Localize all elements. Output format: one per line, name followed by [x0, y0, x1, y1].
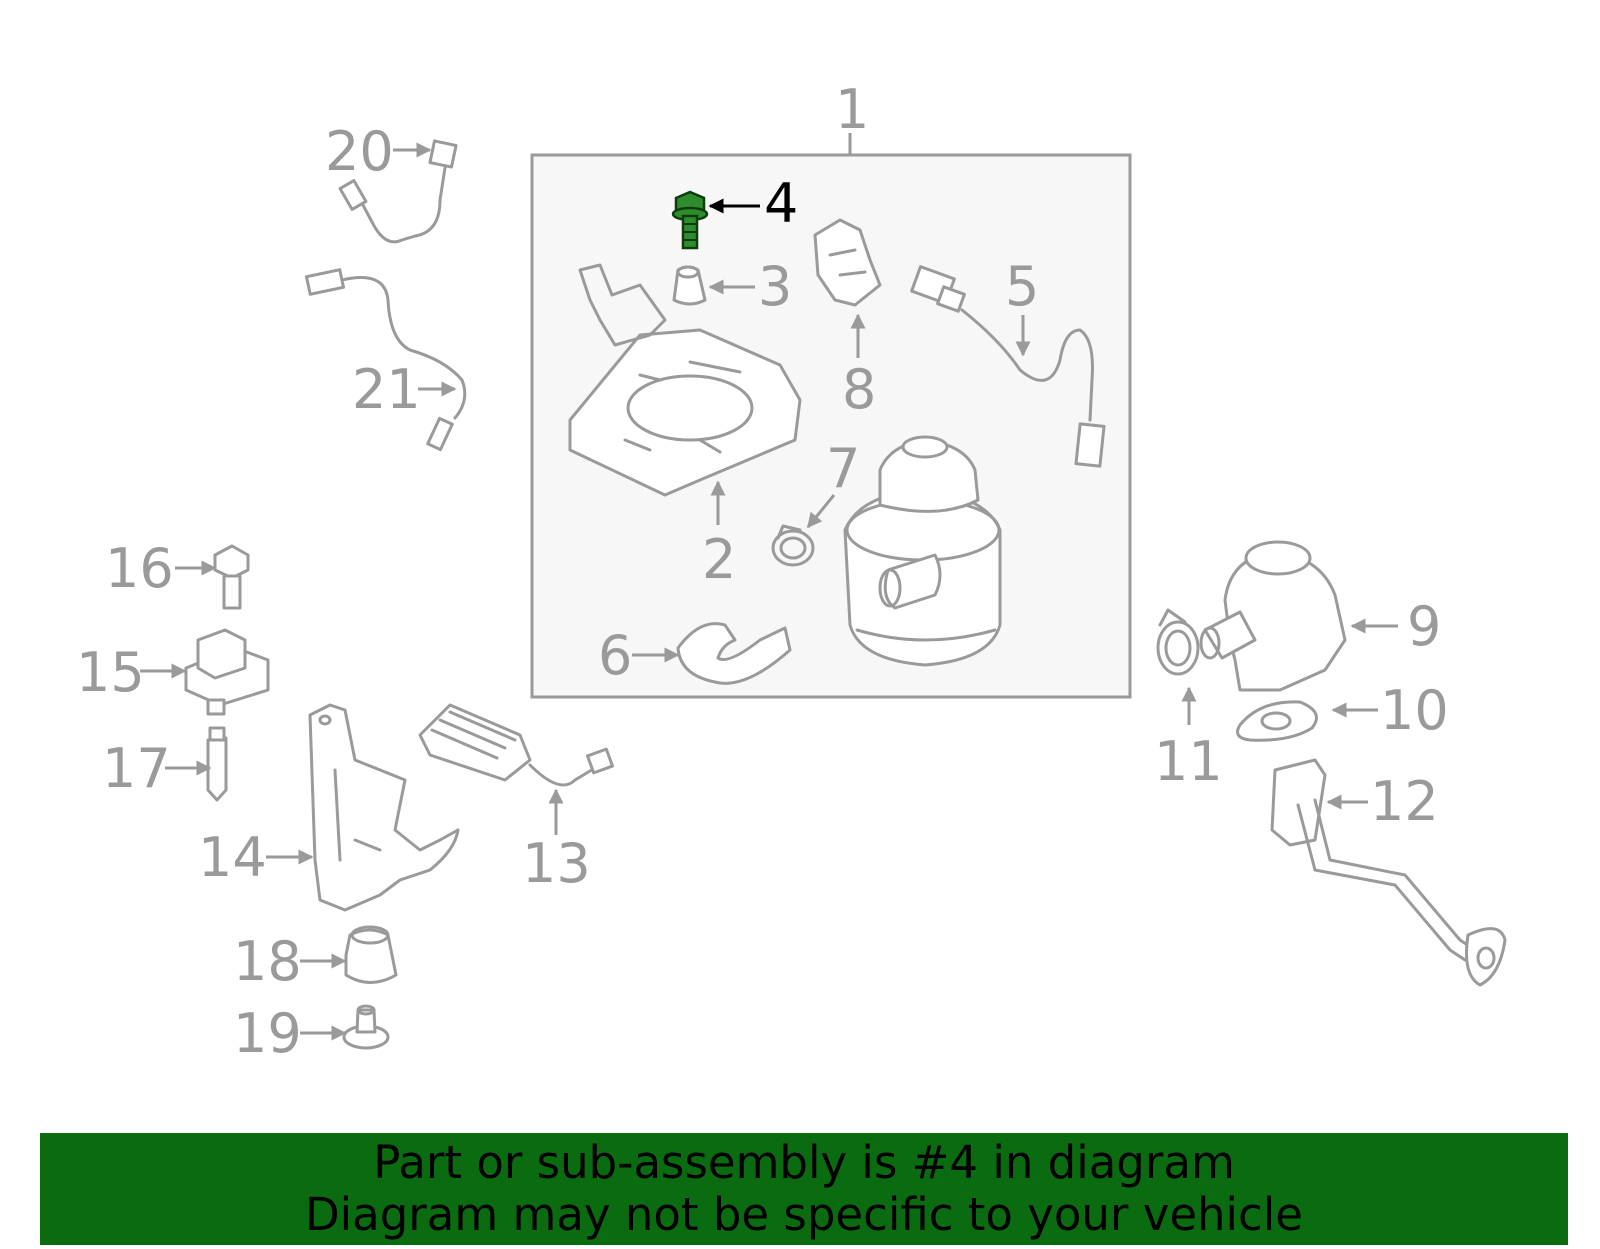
- part-21-oxygen-sensor: [305, 268, 467, 452]
- callout-18: 18: [233, 930, 302, 993]
- part-3-grommet: [672, 265, 707, 306]
- part-15-sensor: [184, 628, 270, 716]
- callout-12: 12: [1370, 770, 1439, 833]
- callout-11: 11: [1154, 730, 1223, 793]
- callout-21: 21: [352, 358, 421, 421]
- part-8-sensor: [813, 218, 882, 307]
- callout-14: 14: [198, 826, 267, 889]
- part-7-clamp: [771, 524, 815, 567]
- part-2-bracket: [568, 263, 802, 497]
- callout-8: 8: [842, 358, 876, 421]
- callout-13: 13: [522, 832, 591, 895]
- callout-5: 5: [1005, 255, 1039, 318]
- part-11-clamp: [1156, 608, 1200, 676]
- part-16-bolt: [213, 544, 250, 610]
- leader-lines: [140, 142, 1398, 1041]
- part-19-clip: [342, 1004, 390, 1050]
- part-20-oxygen-sensor: [338, 139, 458, 244]
- part-4-bolt: [671, 190, 709, 250]
- part-5-harness: [910, 265, 1106, 468]
- callout-labels: 1 2 3 4 5 6 7 8 9 10 11 12 13 14 15 16 1…: [76, 78, 1449, 1065]
- part-12-pipe: [1270, 758, 1507, 987]
- callout-9: 9: [1407, 595, 1441, 658]
- part-14-bracket: [308, 703, 460, 912]
- callout-3: 3: [758, 255, 792, 318]
- part-10-gasket: [1236, 700, 1318, 742]
- part-9-pump: [1199, 540, 1347, 692]
- callout-1: 1: [835, 78, 869, 141]
- callout-10: 10: [1380, 679, 1449, 742]
- banner-line-2: Diagram may not be specific to your vehi…: [305, 1188, 1303, 1241]
- part-17-sensor-tip: [206, 726, 228, 802]
- callout-15: 15: [76, 641, 145, 704]
- part-18-cap: [344, 925, 398, 984]
- callout-19: 19: [233, 1002, 302, 1065]
- part-6-hose: [676, 622, 792, 685]
- callout-16: 16: [105, 537, 174, 600]
- callout-6: 6: [598, 624, 632, 687]
- part-pump-main: [843, 435, 1002, 667]
- callout-7: 7: [826, 437, 860, 500]
- banner-line-1: Part or sub-assembly is #4 in diagram: [373, 1136, 1235, 1189]
- callout-2: 2: [702, 528, 736, 591]
- callout-17: 17: [102, 737, 171, 800]
- info-banner: Part or sub-assembly is #4 in diagram Di…: [40, 1133, 1568, 1245]
- callout-4: 4: [764, 172, 798, 235]
- callout-20: 20: [325, 120, 394, 183]
- part-13-module: [418, 703, 614, 787]
